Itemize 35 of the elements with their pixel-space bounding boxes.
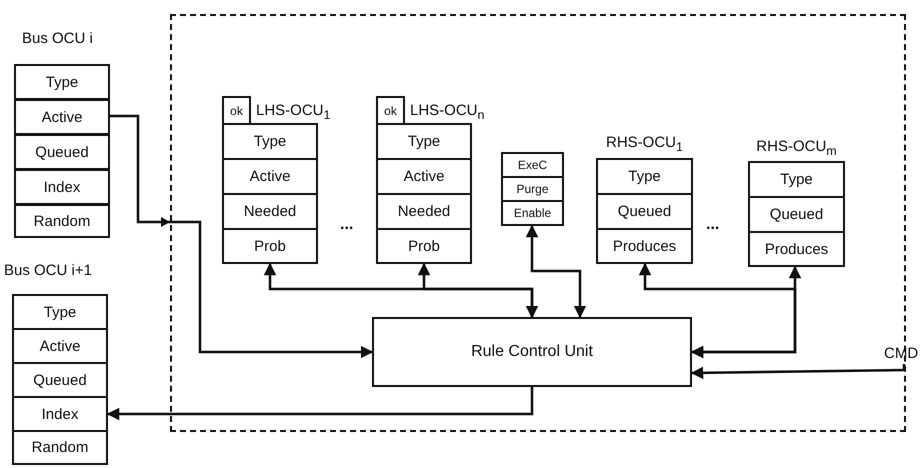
register-field: Needed — [222, 193, 318, 230]
register-field: Produces — [748, 231, 845, 267]
register-field: Index — [12, 396, 108, 432]
flag-field: ok — [222, 96, 251, 125]
register-heading: Bus OCU i — [22, 30, 93, 48]
register-field: Active — [12, 328, 108, 364]
register-field: Random — [14, 204, 110, 238]
register-field: Queued — [12, 362, 108, 398]
register-field: Needed — [376, 193, 472, 230]
ellipsis-label: ... — [706, 216, 720, 234]
register-heading: LHS-OCU$_{n}$ — [410, 102, 484, 124]
register-field: Active — [14, 99, 110, 135]
register-heading: RHS-OCU$_{1}$ — [605, 134, 684, 156]
register-field: Type — [748, 161, 845, 198]
ellipsis-label: ... — [340, 216, 354, 234]
register-heading: LHS-OCU$_{1}$ — [256, 102, 330, 124]
register-field: Type — [222, 123, 318, 160]
register-field: Active — [376, 158, 472, 195]
flag-field: ok — [376, 96, 405, 125]
register-heading: Bus OCU i+1 — [4, 262, 92, 280]
register-field: Type — [596, 158, 693, 195]
register-field: Type — [376, 123, 472, 160]
register-field: Index — [14, 169, 110, 205]
register-field: Produces — [596, 228, 693, 264]
register-field: Active — [222, 158, 318, 195]
register-field: Type — [14, 64, 110, 100]
register-field: Type — [12, 294, 108, 330]
register-field: Queued — [748, 196, 845, 233]
register-field: Random — [12, 430, 108, 465]
register-field: Queued — [596, 193, 693, 230]
register-heading: RHS-OCU$_{m}$ — [755, 138, 838, 160]
register-field: Prob — [222, 228, 318, 264]
register-field: Prob — [376, 228, 472, 264]
register-field: Queued — [14, 134, 110, 170]
control-unit-box: Rule Control Unit — [372, 317, 692, 387]
